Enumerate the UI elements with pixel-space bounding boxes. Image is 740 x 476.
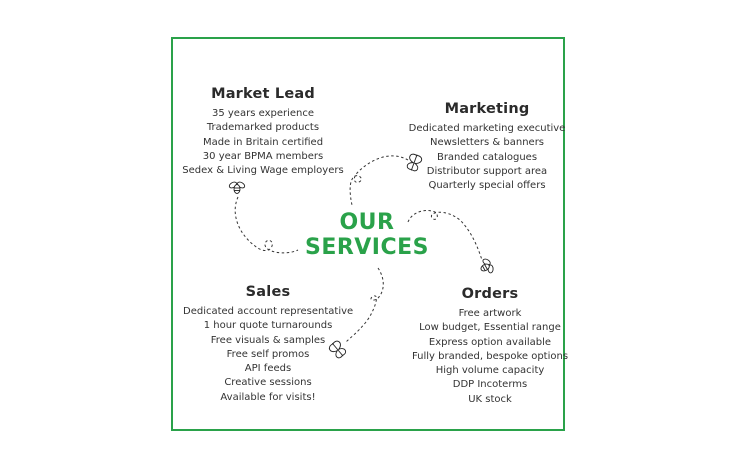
bee-icon bbox=[480, 258, 494, 274]
list-item: API feeds bbox=[244, 363, 292, 375]
list-item: Free artwork bbox=[458, 308, 522, 319]
list-item: 35 years experience bbox=[211, 108, 315, 119]
moth-icon bbox=[406, 153, 423, 172]
section-market-lead: Market Lead 35 years experience Trademar… bbox=[178, 86, 348, 178]
flight-path-marketing bbox=[349, 155, 409, 206]
section-title: Market Lead bbox=[211, 86, 315, 102]
list-item: Quarterly special offers bbox=[428, 180, 546, 192]
list-item: Dedicated marketing executive bbox=[408, 123, 566, 134]
list-item: Made in Britain certified bbox=[202, 136, 324, 148]
section-marketing: Marketing Dedicated marketing executive … bbox=[402, 101, 572, 193]
list-item: Sedex & Living Wage employers bbox=[182, 165, 344, 177]
list-item: Express option available bbox=[428, 336, 552, 348]
list-item: High volume capacity bbox=[435, 365, 545, 377]
list-item: Trademarked products bbox=[206, 122, 320, 134]
flight-path-market-lead bbox=[234, 196, 299, 254]
list-item: DDP Incoterms bbox=[452, 379, 528, 391]
section-title: Orders bbox=[461, 286, 519, 302]
list-item: Dedicated account representative bbox=[183, 306, 354, 317]
center-title-line2: SERVICES bbox=[304, 235, 430, 260]
list-item: 1 hour quote turnarounds bbox=[203, 320, 333, 332]
center-title-line1: OUR bbox=[339, 210, 395, 235]
bee-icon bbox=[228, 181, 246, 194]
list-item: Low budget, Essential range bbox=[419, 322, 561, 334]
section-sales: Sales Dedicated account representative 1… bbox=[183, 284, 353, 405]
moth-icon bbox=[328, 340, 347, 359]
list-item: Newsletters & banners bbox=[429, 137, 545, 149]
list-item: Free self promos bbox=[226, 348, 310, 360]
center-title: OUR SERVICES bbox=[286, 210, 448, 260]
list-item: Creative sessions bbox=[224, 377, 312, 389]
services-frame bbox=[171, 37, 565, 431]
list-item: Fully branded, bespoke options bbox=[411, 350, 569, 362]
section-title: Marketing bbox=[444, 101, 530, 117]
list-item: Free visuals & samples bbox=[210, 334, 326, 346]
section-title: Sales bbox=[245, 284, 291, 300]
flight-path-sales bbox=[345, 267, 384, 343]
flight-path-orders bbox=[407, 209, 483, 261]
list-item: Available for visits! bbox=[220, 391, 316, 403]
list-item: Distributor support area bbox=[426, 165, 548, 177]
section-orders: Orders Free artwork Low budget, Essentia… bbox=[405, 286, 575, 407]
list-item: UK stock bbox=[468, 393, 512, 405]
list-item: Branded catalogues bbox=[436, 151, 538, 163]
list-item: 30 year BPMA members bbox=[202, 150, 324, 162]
